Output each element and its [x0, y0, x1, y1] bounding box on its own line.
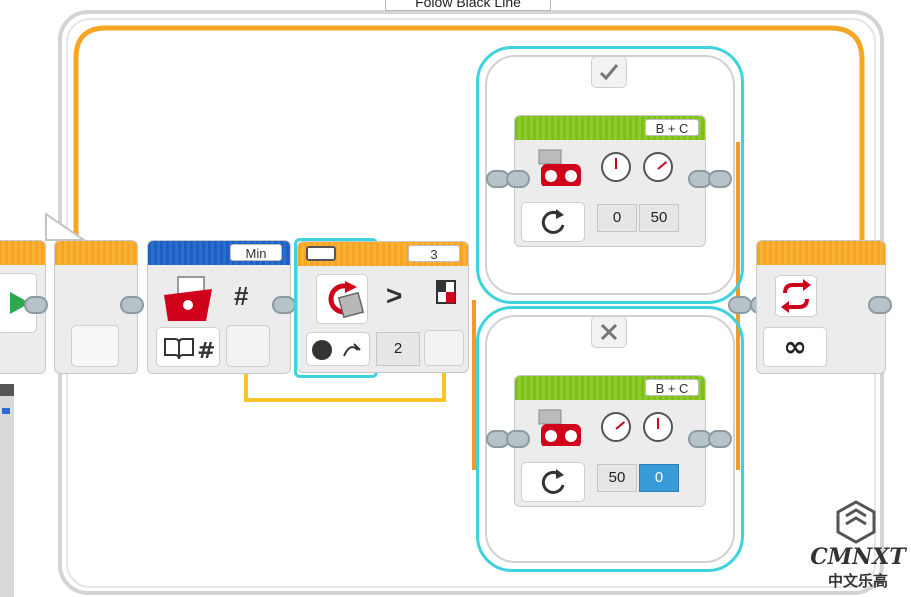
loop-icon	[781, 279, 811, 313]
compare-symbol: >	[386, 280, 403, 311]
cube-logo-icon	[836, 500, 876, 544]
start-block-output-plug[interactable]	[24, 296, 48, 314]
math-mode-label[interactable]: Min	[230, 244, 282, 261]
true-motor-ports[interactable]: B + C	[645, 119, 699, 136]
infinity-icon: ∞	[783, 330, 807, 363]
on-mode-icon	[541, 469, 565, 494]
false-motor-mode[interactable]	[521, 462, 585, 502]
switch-output-slot	[424, 330, 464, 366]
false-motor-plug-in-b[interactable]	[506, 430, 530, 448]
false-power-value[interactable]: 0	[639, 464, 679, 492]
play-icon	[10, 292, 30, 314]
switch-block[interactable]: 3 > 2	[297, 241, 469, 373]
loop-label[interactable]: Folow Black Line	[385, 0, 551, 11]
number-hash-icon: #	[234, 281, 249, 311]
false-motor-plug-out-b[interactable]	[708, 430, 732, 448]
power-gauge-icon	[643, 152, 673, 182]
start-block-header	[0, 241, 45, 265]
false-steering-value[interactable]: 50	[597, 464, 637, 492]
book-number-icon: #	[164, 338, 215, 363]
move-tank-icon	[538, 149, 581, 186]
math-mode-selector[interactable]: #	[156, 327, 220, 367]
watermark-chinese: 中文乐高	[827, 573, 888, 590]
loop-start-plug[interactable]	[120, 296, 144, 314]
loop-end-block[interactable]: ∞	[756, 240, 886, 374]
loop-mode-selector[interactable]: ∞	[763, 327, 827, 367]
loop-end-icon-tile	[775, 275, 817, 317]
true-motor-mode[interactable]	[521, 202, 585, 242]
compare-mode-icon	[312, 340, 361, 360]
power-gauge-icon	[643, 412, 673, 442]
false-motor-ports[interactable]: B + C	[645, 379, 699, 396]
side-panel[interactable]	[0, 384, 14, 597]
compare-type-icon	[436, 280, 456, 304]
true-motor-block[interactable]: B + C 0 50	[514, 115, 706, 247]
math-block-plug[interactable]	[272, 296, 296, 314]
svg-text:#: #	[197, 339, 215, 363]
math-output-slot	[226, 325, 270, 367]
on-mode-icon	[541, 209, 565, 234]
loop-end-header	[757, 241, 885, 265]
move-tank-icon	[538, 409, 581, 446]
check-icon	[599, 64, 619, 81]
switch-port-label[interactable]: 3	[408, 245, 460, 262]
loop-start-header	[55, 241, 137, 265]
file-access-icon	[164, 276, 212, 321]
threshold-value[interactable]: 2	[376, 332, 420, 366]
true-motor-plug-in-b[interactable]	[506, 170, 530, 188]
false-case-tab[interactable]	[591, 316, 627, 348]
watermark-brand: CMNXT	[810, 544, 906, 570]
sensor-port-icon	[306, 246, 336, 261]
loop-start-tile	[71, 325, 119, 367]
loop-end-plug-in[interactable]	[728, 296, 752, 314]
true-power-value[interactable]: 50	[639, 204, 679, 232]
cross-icon	[600, 323, 618, 341]
false-motor-block[interactable]: B + C 50 0	[514, 375, 706, 507]
gyro-sensor-icon	[328, 281, 365, 319]
true-case-tab[interactable]	[591, 56, 627, 88]
watermark: CMNXT 中文乐高	[808, 500, 908, 592]
true-steering-value[interactable]: 0	[597, 204, 637, 232]
steering-gauge-icon	[601, 152, 631, 182]
switch-sensor-tile[interactable]	[316, 274, 368, 324]
math-block[interactable]: Min # #	[147, 240, 291, 374]
switch-mode-selector[interactable]	[306, 332, 370, 366]
steering-gauge-icon	[601, 412, 631, 442]
loop-start-arrow-icon	[45, 212, 88, 241]
loop-end-plug-out[interactable]	[868, 296, 892, 314]
true-motor-plug-out-b[interactable]	[708, 170, 732, 188]
